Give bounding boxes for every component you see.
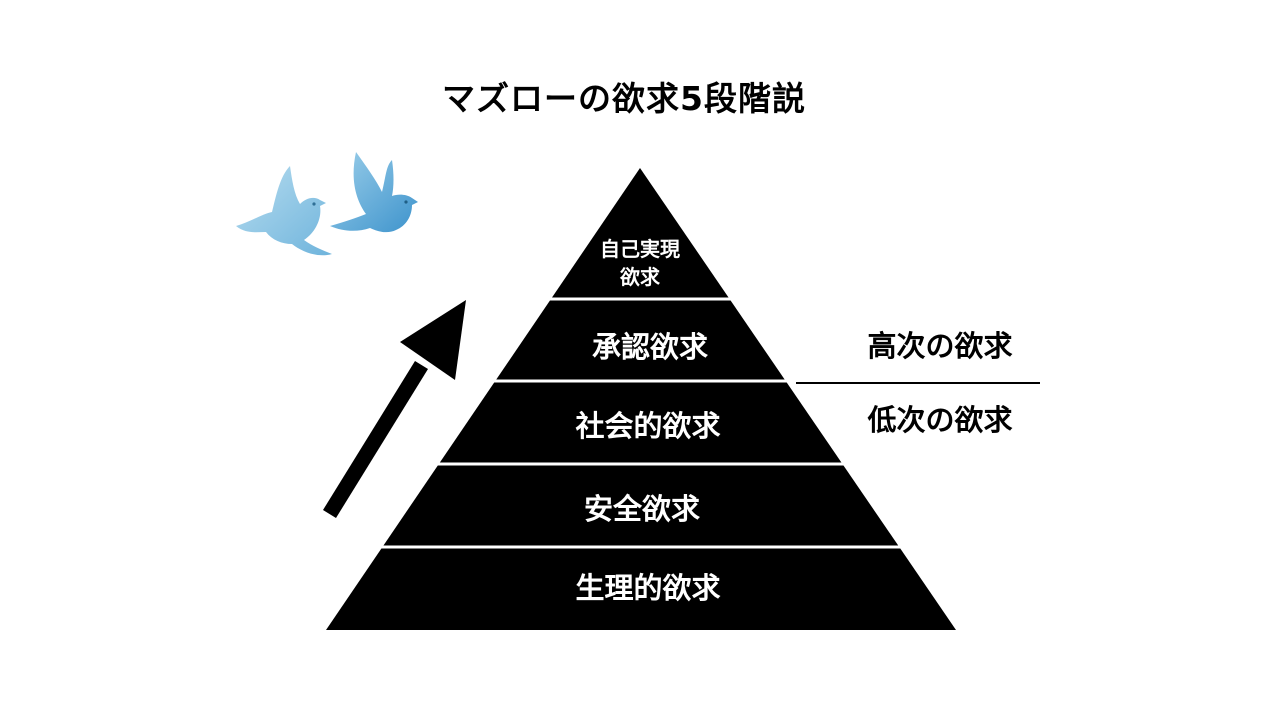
level-label-social: 社会的欲求 (575, 409, 720, 443)
up-right-arrow-icon (323, 300, 466, 518)
flying-birds-icon (236, 152, 418, 256)
pyramid-shape (326, 168, 956, 630)
bird-icon (236, 166, 332, 256)
page-title: マズローの欲求5段階説 (442, 79, 806, 118)
level-label-physiological: 生理的欲求 (575, 571, 720, 605)
side-labels: 高次の欲求 低次の欲求 (796, 329, 1040, 437)
higher-needs-label: 高次の欲求 (867, 329, 1012, 363)
lower-needs-label: 低次の欲求 (866, 403, 1012, 437)
level-label-esteem: 承認欲求 (592, 330, 708, 364)
bird-icon (330, 152, 418, 233)
level-label-self-actualization: 自己実現 (600, 237, 680, 261)
pyramid: 自己実現 欲求 承認欲求 社会的欲求 安全欲求 生理的欲求 (326, 168, 956, 630)
level-label-self-actualization-line2: 欲求 (619, 265, 661, 289)
level-label-safety: 安全欲求 (584, 492, 700, 526)
